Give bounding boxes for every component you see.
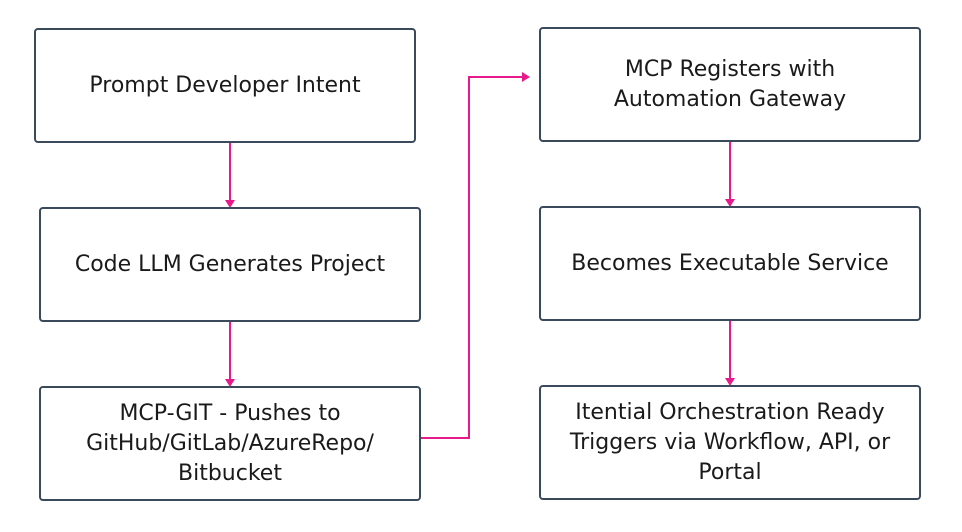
step-label: MCP Registers with Automation Gateway <box>613 56 847 112</box>
step-label: Itential Orchestration Ready Triggers vi… <box>569 399 891 485</box>
arrowhead-codegen-to-mcpgit <box>225 379 235 387</box>
step-itential-orchestration-ready: Itential Orchestration Ready Triggers vi… <box>539 385 921 500</box>
step-label: Prompt Developer Intent <box>89 72 361 98</box>
step-prompt-developer-intent: Prompt Developer Intent <box>34 28 416 143</box>
step-label: Becomes Executable Service <box>571 250 889 276</box>
step-becomes-executable-service: Becomes Executable Service <box>539 206 921 321</box>
step-label: Code LLM Generates Project <box>74 251 386 277</box>
step-code-llm-generates-project: Code LLM Generates Project <box>39 207 421 322</box>
step-mcp-registers: MCP Registers with Automation Gateway <box>539 27 921 142</box>
arrowhead-register-to-executable <box>725 199 735 207</box>
step-mcp-git-push: MCP-GIT - Pushes to GitHub/GitLab/AzureR… <box>39 386 421 501</box>
arrowhead-mcpgit-to-register <box>522 72 530 82</box>
connector-mcpgit-to-register <box>421 76 522 439</box>
arrowhead-executable-to-orchestration <box>725 378 735 386</box>
step-label: MCP-GIT - Pushes to GitHub/GitLab/AzureR… <box>86 400 374 486</box>
arrowhead-prompt-to-codegen <box>225 200 235 208</box>
